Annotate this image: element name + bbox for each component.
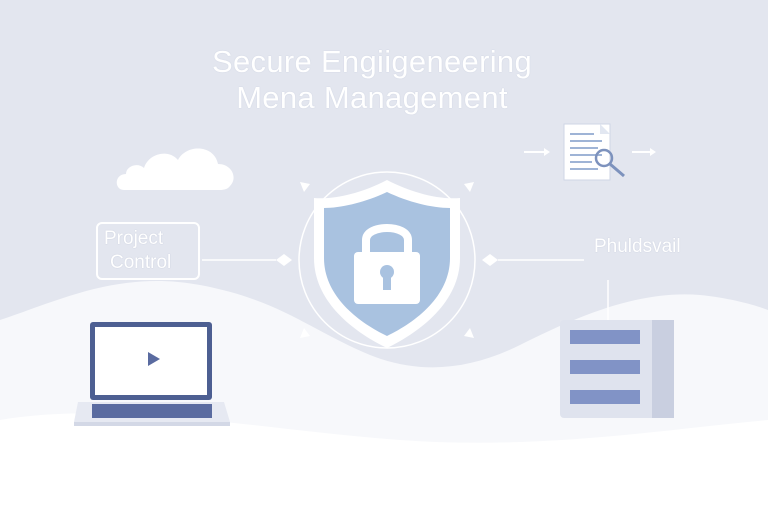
title-line-1: Secure Engiigeneering <box>212 44 532 79</box>
document-search-icon <box>524 123 656 181</box>
shield-lock-icon <box>276 171 498 349</box>
right-node-label: Phuldsvail <box>594 236 681 257</box>
project-control-box <box>96 222 200 280</box>
project-control-label-line2: Control <box>110 252 172 273</box>
cloud-icon <box>116 148 234 190</box>
laptop-play-icon <box>74 322 230 426</box>
server-icon <box>560 320 674 418</box>
project-control-label-line1: Project <box>104 228 164 249</box>
title-line-2: Mena Management <box>236 80 508 115</box>
